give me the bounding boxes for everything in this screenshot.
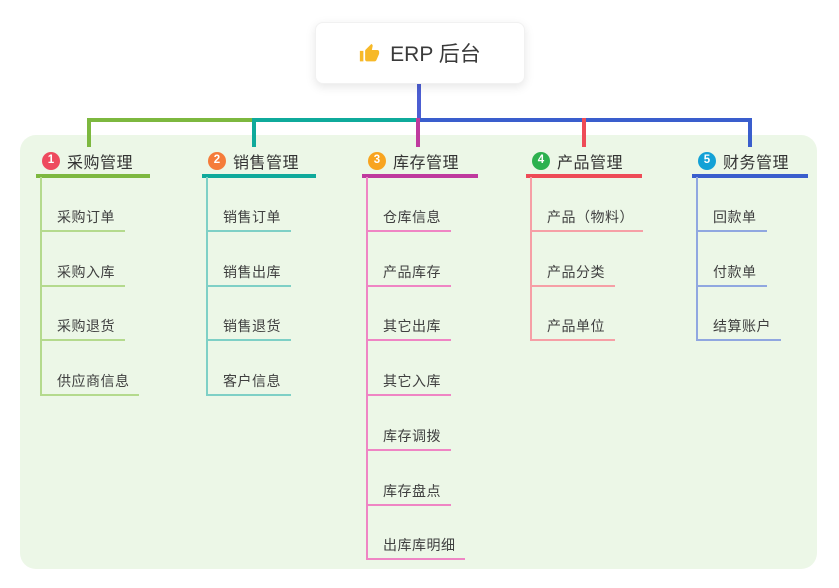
branch-node[interactable]: 4 产品管理 — [532, 149, 623, 173]
branch-underline — [36, 174, 150, 178]
child-node[interactable]: 仓库信息 — [383, 209, 441, 225]
child-node[interactable]: 出库库明细 — [383, 537, 456, 553]
child-underline — [40, 339, 125, 341]
child-underline — [366, 449, 451, 451]
branch-number-badge: 1 — [42, 152, 60, 170]
child-underline — [696, 230, 767, 232]
child-node[interactable]: 销售出库 — [223, 264, 281, 280]
root-node[interactable]: ERP 后台 — [315, 22, 525, 84]
branch-drop-line — [582, 118, 586, 147]
branch-underline — [692, 174, 808, 178]
child-underline — [696, 339, 781, 341]
child-underline — [530, 230, 643, 232]
branch-underline — [362, 174, 478, 178]
root-title: ERP 后台 — [390, 43, 481, 66]
child-underline — [40, 394, 139, 396]
child-underline — [366, 339, 451, 341]
root-stem-line — [417, 82, 421, 122]
child-node[interactable]: 采购退货 — [57, 318, 115, 334]
child-underline — [206, 230, 291, 232]
child-underline — [366, 230, 451, 232]
branch-drop-line — [416, 118, 420, 147]
branch-drop-line — [87, 118, 91, 147]
child-underline — [366, 394, 451, 396]
child-underline — [40, 285, 125, 287]
child-node[interactable]: 采购入库 — [57, 264, 115, 280]
child-node[interactable]: 销售退货 — [223, 318, 281, 334]
trunk-segment-middle — [252, 118, 421, 122]
child-underline — [366, 504, 451, 506]
branch-number-badge: 3 — [368, 152, 386, 170]
branch-number-badge: 5 — [698, 152, 716, 170]
branch-node[interactable]: 5 财务管理 — [698, 149, 789, 173]
child-node[interactable]: 其它出库 — [383, 318, 441, 334]
child-underline — [530, 339, 615, 341]
child-node[interactable]: 结算账户 — [713, 318, 771, 334]
child-node[interactable]: 付款单 — [713, 264, 757, 280]
child-node[interactable]: 产品单位 — [547, 318, 605, 334]
child-underline — [696, 285, 767, 287]
child-node[interactable]: 采购订单 — [57, 209, 115, 225]
thumbs-up-icon — [359, 43, 380, 64]
child-node[interactable]: 其它入库 — [383, 373, 441, 389]
branch-node[interactable]: 3 库存管理 — [368, 149, 459, 173]
branch-underline — [202, 174, 316, 178]
child-node[interactable]: 供应商信息 — [57, 373, 130, 389]
child-underline — [366, 558, 465, 560]
branch-title: 财务管理 — [723, 155, 790, 172]
branch-underline — [526, 174, 642, 178]
child-underline — [206, 285, 291, 287]
children-connector-line — [366, 177, 368, 560]
child-node[interactable]: 产品分类 — [547, 264, 605, 280]
branch-drop-line — [748, 118, 752, 147]
child-node[interactable]: 库存调拨 — [383, 428, 441, 444]
child-node[interactable]: 销售订单 — [223, 209, 281, 225]
child-node[interactable]: 产品库存 — [383, 264, 441, 280]
child-underline — [530, 285, 615, 287]
branch-node[interactable]: 2 销售管理 — [208, 149, 299, 173]
branch-title: 产品管理 — [557, 155, 624, 172]
child-underline — [40, 230, 125, 232]
branch-number-badge: 4 — [532, 152, 550, 170]
branch-title: 销售管理 — [233, 155, 300, 172]
child-node[interactable]: 客户信息 — [223, 373, 281, 389]
child-underline — [206, 339, 291, 341]
child-underline — [366, 285, 451, 287]
branch-node[interactable]: 1 采购管理 — [42, 149, 133, 173]
children-connector-line — [530, 177, 532, 341]
child-node[interactable]: 回款单 — [713, 209, 757, 225]
branch-title: 采购管理 — [67, 155, 134, 172]
mindmap-panel — [20, 135, 817, 569]
child-node[interactable]: 产品（物料） — [547, 209, 634, 225]
child-node[interactable]: 库存盘点 — [383, 483, 441, 499]
branch-drop-line — [252, 118, 256, 147]
children-connector-line — [696, 177, 698, 341]
trunk-segment-left — [87, 118, 256, 122]
child-underline — [206, 394, 291, 396]
branch-number-badge: 2 — [208, 152, 226, 170]
branch-title: 库存管理 — [393, 155, 460, 172]
